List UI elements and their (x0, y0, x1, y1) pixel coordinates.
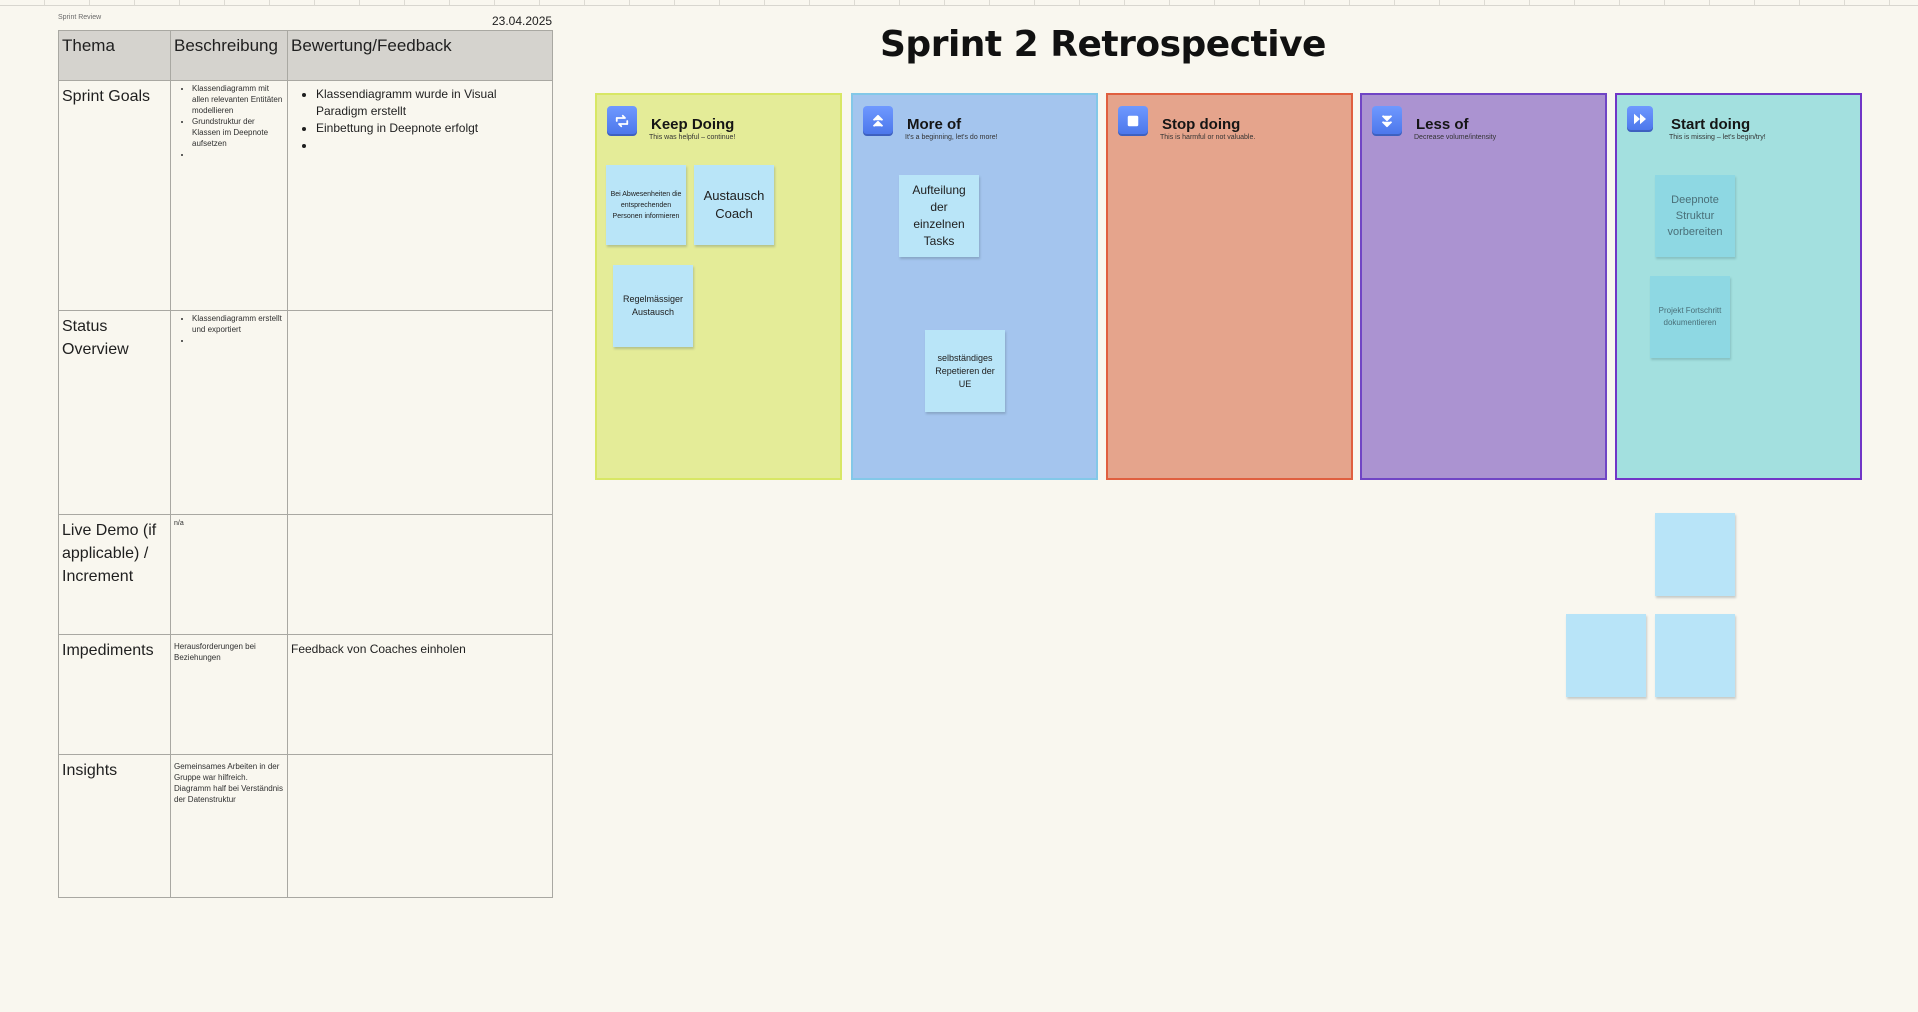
empty-bullet-item (316, 137, 549, 154)
stop-doing-title: Stop doing (1162, 116, 1241, 133)
stop-doing-column[interactable]: Stop doing This is harmful or not valuab… (1106, 93, 1353, 480)
repeat-icon (607, 106, 637, 136)
less-of-column[interactable]: Less of Decrease volume/intensity (1360, 93, 1607, 480)
sprint-goals-description-item: Grundstruktur der Klassen im Deepnote au… (192, 116, 284, 149)
live-demo-description-cell[interactable]: n/a (170, 514, 288, 635)
start-doing-column[interactable]: Start doing This is missing – let's begi… (1615, 93, 1862, 480)
sticky-note-task-split[interactable]: Aufteilung der einzelnen Tasks (899, 175, 979, 257)
impediments-topic: Impediments (58, 634, 171, 755)
sticky-note-regular-exchange[interactable]: Regelmässiger Austausch (613, 265, 693, 347)
start-doing-title: Start doing (1671, 116, 1751, 133)
less-of-title: Less of (1416, 116, 1469, 133)
sprint-goals-feedback-cell[interactable]: Klassendiagramm wurde in Visual Paradigm… (287, 80, 553, 311)
impediments-row: Impediments Herausforderungen bei Bezieh… (58, 634, 553, 755)
start-doing-header: Start doing This is missing – let's begi… (1627, 106, 1857, 141)
topic-column-header: Thema (58, 30, 171, 81)
sprint-review-label: Sprint Review (58, 14, 102, 21)
double-down-icon (1372, 106, 1402, 136)
sticky-note-absence-info[interactable]: Bei Abwesenheiten die entsprechenden Per… (606, 165, 686, 245)
sprint-goals-description-item: Klassendiagramm mit allen relevanten Ent… (192, 83, 284, 116)
live-demo-row: Live Demo (if applicable) / Increment n/… (58, 514, 553, 635)
stop-icon (1118, 106, 1148, 136)
sticky-note-project-progress[interactable]: Projekt Fortschritt dokumentieren (1650, 276, 1730, 358)
impediments-feedback: Feedback von Coaches einholen (291, 642, 466, 656)
impediments-description-cell[interactable]: Herausforderungen bei Beziehungen (170, 634, 288, 755)
live-demo-description: n/a (174, 520, 184, 527)
sprint-goals-feedback-item: Klassendiagramm wurde in Visual Paradigm… (316, 86, 549, 120)
sprint-goals-feedback-item: Einbettung in Deepnote erfolgt (316, 120, 549, 137)
description-column-header: Beschreibung (170, 30, 288, 81)
sprint-goals-topic: Sprint Goals (58, 80, 171, 311)
less-of-subtitle: Decrease volume/intensity (1414, 134, 1497, 141)
stop-doing-header: Stop doing This is harmful or not valuab… (1118, 106, 1348, 141)
sprint-review-table: Thema Beschreibung Bewertung/Feedback Sp… (58, 30, 553, 898)
fast-forward-icon (1627, 106, 1653, 132)
more-of-column[interactable]: More of It's a beginning, let's do more!… (851, 93, 1098, 480)
canvas-ruler (0, 0, 1918, 6)
keep-doing-header: Keep Doing This was helpful – continue! (607, 106, 837, 141)
more-of-subtitle: It's a beginning, let's do more! (905, 134, 998, 141)
insights-description: Gemeinsames Arbeiten in der Gruppe war h… (174, 762, 283, 804)
empty-sticky-note[interactable] (1655, 513, 1735, 596)
insights-description-cell[interactable]: Gemeinsames Arbeiten in der Gruppe war h… (170, 754, 288, 898)
less-of-header: Less of Decrease volume/intensity (1372, 106, 1602, 141)
status-overview-feedback-cell[interactable] (287, 310, 553, 515)
sprint-review-date: 23.04.2025 (492, 14, 553, 28)
sprint-goals-feedback-list: Klassendiagramm wurde in Visual Paradigm… (291, 86, 549, 154)
review-table-header-row: Thema Beschreibung Bewertung/Feedback (58, 30, 553, 81)
empty-sticky-note[interactable] (1566, 614, 1646, 697)
sprint-goals-description-cell[interactable]: Klassendiagramm mit allen relevanten Ent… (170, 80, 288, 311)
status-overview-description-cell[interactable]: Klassendiagramm erstellt und exportiert (170, 310, 288, 515)
sticky-note-self-study[interactable]: selbständiges Repetieren der UE (925, 330, 1005, 412)
status-overview-description-item: Klassendiagramm erstellt und exportiert (192, 313, 284, 335)
empty-bullet-item (192, 335, 284, 346)
impediments-description: Herausforderungen bei Beziehungen (174, 642, 256, 662)
double-up-icon (863, 106, 893, 136)
keep-doing-subtitle: This was helpful – continue! (649, 134, 736, 141)
status-overview-description-list: Klassendiagramm erstellt und exportiert (174, 313, 284, 346)
impediments-feedback-cell[interactable]: Feedback von Coaches einholen (287, 634, 553, 755)
insights-feedback-cell[interactable] (287, 754, 553, 898)
live-demo-topic: Live Demo (if applicable) / Increment (58, 514, 171, 635)
retrospective-title: Sprint 2 Retrospective (880, 24, 1326, 65)
status-overview-row: Status Overview Klassendiagramm erstellt… (58, 310, 553, 515)
insights-row: Insights Gemeinsames Arbeiten in der Gru… (58, 754, 553, 898)
sprint-goals-description-list: Klassendiagramm mit allen relevanten Ent… (174, 83, 284, 160)
start-doing-subtitle: This is missing – let's begin/try! (1669, 134, 1766, 141)
feedback-column-header: Bewertung/Feedback (287, 30, 553, 81)
insights-topic: Insights (58, 754, 171, 898)
sticky-note-coach-exchange[interactable]: Austausch Coach (694, 165, 774, 245)
stop-doing-subtitle: This is harmful or not valuable. (1160, 134, 1256, 141)
keep-doing-title: Keep Doing (651, 116, 735, 133)
live-demo-feedback-cell[interactable] (287, 514, 553, 635)
empty-bullet-item (192, 149, 284, 160)
sticky-note-deepnote-structure[interactable]: Deepnote Struktur vorbereiten (1655, 175, 1735, 257)
sprint-goals-row: Sprint Goals Klassendiagramm mit allen r… (58, 80, 553, 311)
more-of-title: More of (907, 116, 962, 133)
keep-doing-column[interactable]: Keep Doing This was helpful – continue! … (595, 93, 842, 480)
empty-sticky-note[interactable] (1655, 614, 1735, 697)
status-overview-topic: Status Overview (58, 310, 171, 515)
more-of-header: More of It's a beginning, let's do more! (863, 106, 1093, 141)
